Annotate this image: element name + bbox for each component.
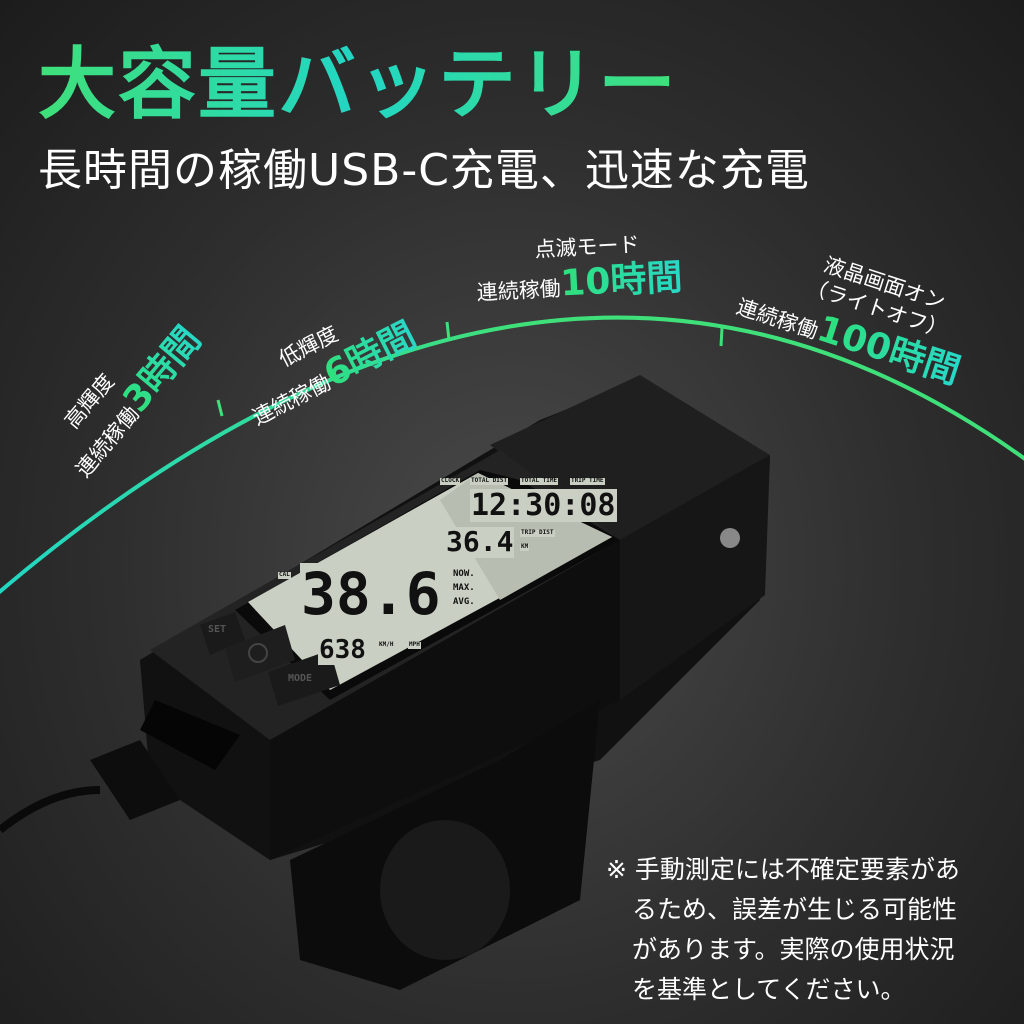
handlebar-mount-hole <box>380 820 510 960</box>
set-button[interactable] <box>200 612 245 655</box>
arc-tick <box>719 327 724 347</box>
mode-flash-prefix: 連続稼働 <box>476 276 562 306</box>
lcd-trip-time-label: TRIP TIME <box>570 477 605 485</box>
lcd-cal-label: CAL <box>278 571 291 579</box>
screw-icon <box>720 528 740 548</box>
lcd-trip-distance: 36.4 <box>445 525 515 558</box>
lcd-clock-label: CLOCK <box>440 477 461 485</box>
lcd-calories: 638 <box>318 635 367 665</box>
lcd-speed: 38.6 <box>300 560 442 628</box>
note-line: るため、誤差が生じる可能性 <box>632 895 958 924</box>
disclaimer-note: ※ 手動測定には不確定要素があ るため、誤差が生じる可能性 があります。実際の使… <box>606 850 960 1010</box>
arc-tick <box>216 399 224 417</box>
note-line: があります。実際の使用状況 <box>632 935 955 964</box>
headline: 大容量バッテリー <box>38 22 678 134</box>
lcd-total-time-label: TOTAL TIME <box>520 477 559 485</box>
note-line: ※ 手動測定には不確定要素があ <box>606 855 960 884</box>
lcd-avg-label: AVG. <box>452 597 476 608</box>
mode-flash: 点滅モード 連続稼働10時間 <box>474 229 684 311</box>
subheadline: 長時間の稼働USB-C充電、迅速な充電 <box>38 145 810 196</box>
lcd-now-label: NOW. <box>452 569 476 580</box>
lcd-kmh-label: KM/H <box>378 641 395 649</box>
lcd-max-label: MAX. <box>452 583 476 594</box>
arc-tick <box>445 321 451 341</box>
note-line: を基準としてください。 <box>632 975 906 1004</box>
power-icon <box>248 643 268 663</box>
lcd-km-label: KM <box>520 543 530 551</box>
mode-button-label: MODE <box>288 673 313 684</box>
set-button-label: SET <box>208 624 227 635</box>
mode-flash-duration: 10時間 <box>559 257 684 305</box>
lcd-mph-label: MPH <box>408 641 421 649</box>
lcd-trip-dist-label: TRIP DIST <box>520 529 555 537</box>
lcd-total-dist-label: TOTAL DIST <box>470 477 509 485</box>
lcd-clock: 12:30:08 <box>470 488 617 523</box>
power-button[interactable] <box>225 625 295 682</box>
